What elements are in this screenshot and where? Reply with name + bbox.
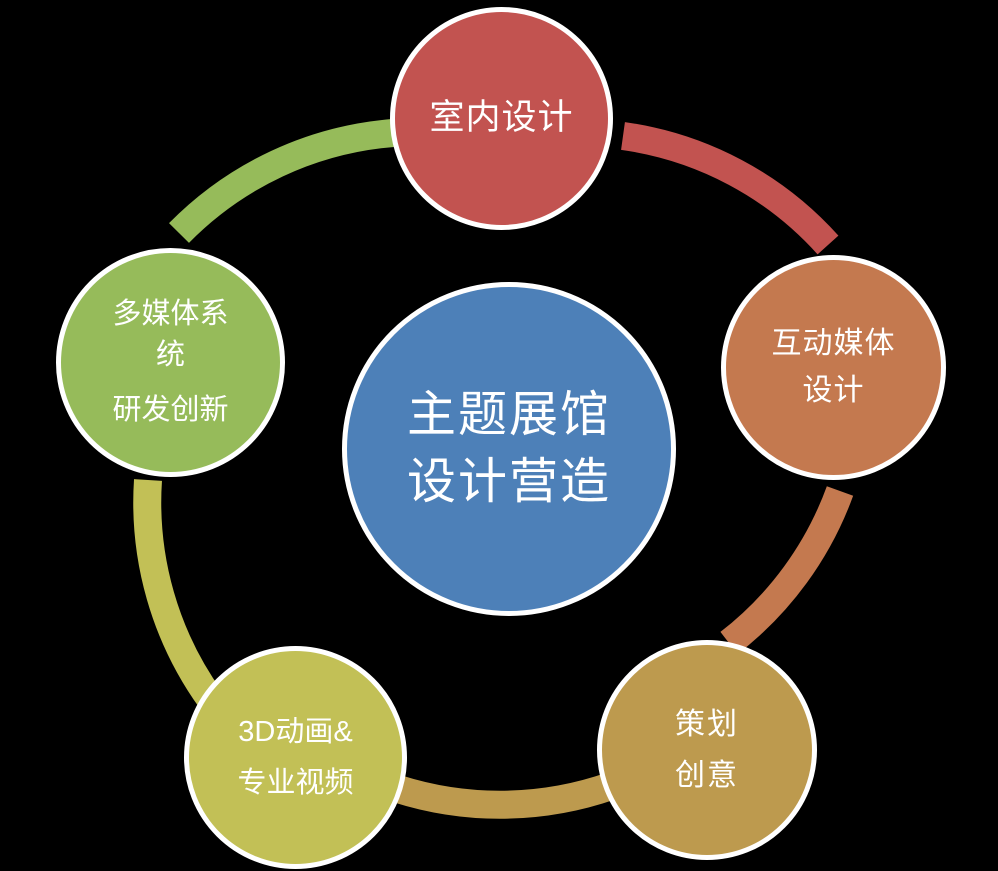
node-multimedia-system-rnd[interactable]: 多媒体系 统 研发创新 <box>56 248 285 477</box>
node-3d-animation-video-line-1: 3D动画& <box>238 715 353 748</box>
node-multimedia-system-rnd-line-3: 研发创新 <box>112 394 229 427</box>
node-3d-animation-video[interactable]: 3D动画& 专业视频 <box>184 646 407 869</box>
node-3d-animation-video-line-2: 专业视频 <box>237 766 354 799</box>
center-title-line-1: 主题展馆 <box>406 388 611 443</box>
arc-red-to-orange <box>620 122 839 255</box>
node-interior-design[interactable]: 室内设计 <box>390 7 613 230</box>
arc-gold-to-olive <box>393 772 616 819</box>
arc-olive-to-green <box>133 479 223 709</box>
node-interactive-media-design[interactable]: 互动媒体 设计 <box>721 255 946 480</box>
node-interior-design-line-1: 室内设计 <box>429 98 574 138</box>
node-interactive-media-design-line-1: 互动媒体 <box>771 327 896 360</box>
node-center-theme-pavilion[interactable]: 主题展馆 设计营造 <box>342 282 676 616</box>
node-multimedia-system-rnd-line-2: 统 <box>155 338 185 371</box>
center-title-line-2: 设计营造 <box>406 455 611 509</box>
node-interactive-media-design-line-2: 设计 <box>802 373 865 407</box>
node-planning-creative-line-2: 创意 <box>675 759 739 792</box>
arc-orange-to-gold <box>720 486 854 655</box>
node-multimedia-system-rnd-line-1: 多媒体系 <box>112 297 229 330</box>
arc-green-to-red <box>169 119 395 243</box>
node-planning-creative[interactable]: 策划 创意 <box>597 640 817 860</box>
node-planning-creative-line-1: 策划 <box>675 708 739 741</box>
